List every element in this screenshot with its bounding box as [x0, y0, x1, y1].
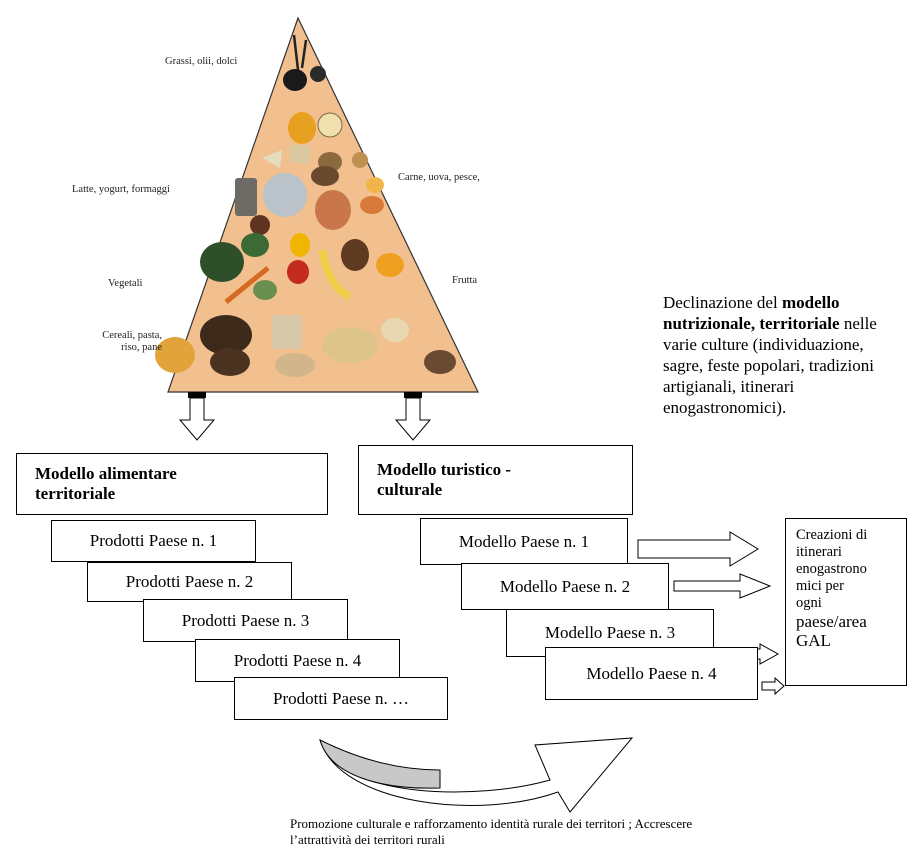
- label-cereals-line1: Cereali, pasta,: [102, 330, 162, 341]
- label-cereals: Cereali, pasta, riso, pane: [82, 330, 162, 354]
- food-model-title-line2: territoriale: [35, 484, 116, 503]
- down-arrow-left: [178, 392, 216, 441]
- label-vegetables: Vegetali: [108, 278, 143, 289]
- label-dairy: Latte, yogurt, formaggi: [72, 184, 170, 195]
- tourism-model-title-line2: culturale: [377, 480, 443, 499]
- product-box-3: Prodotti Paese n. 3: [143, 599, 348, 642]
- food-model-header: Modello alimentare territoriale: [16, 453, 328, 515]
- right-arrow-4: [761, 676, 785, 696]
- tourism-model-header: Modello turistico - culturale: [358, 445, 633, 515]
- itineraries-line-6: paese/area: [796, 612, 867, 631]
- label-protein: Carne, uova, pesce,: [398, 172, 480, 183]
- label-cereals-line2: riso, pane: [121, 342, 162, 353]
- product-box-2: Prodotti Paese n. 2: [87, 562, 292, 602]
- food-illustrations: [155, 34, 456, 377]
- label-fruit: Frutta: [452, 275, 478, 286]
- right-arrow-2: [673, 573, 772, 599]
- footer-line1: Promozione culturale e rafforzamento ide…: [290, 816, 693, 831]
- itineraries-line-4: mici per: [796, 578, 844, 594]
- footer-caption: Promozione culturale e rafforzamento ide…: [290, 816, 890, 848]
- footer-line2: l’attrattività dei territori rurali: [290, 832, 445, 847]
- itineraries-line-7: GAL: [796, 631, 831, 650]
- itineraries-line-3: enogastrono: [796, 561, 867, 577]
- product-box-n: Prodotti Paese n. …: [234, 677, 448, 720]
- itineraries-line-1: Creazioni di: [796, 527, 868, 543]
- itineraries-line-2: itinerari: [796, 544, 842, 560]
- tourism-box-4: Modello Paese n. 4: [545, 647, 758, 700]
- curved-cycle-arrow: [319, 737, 634, 813]
- down-arrow-right: [394, 392, 432, 441]
- product-box-1: Prodotti Paese n. 1: [51, 520, 256, 562]
- side-note: Declinazione del modello nutrizionale, t…: [663, 292, 898, 418]
- itineraries-box: Creazioni di itinerari enogastrono mici …: [785, 518, 907, 686]
- side-note-part2: nelle varie culture (individuazione, sag…: [663, 314, 877, 417]
- tourism-model-title-line1: Modello turistico -: [377, 460, 512, 479]
- tourism-box-1: Modello Paese n. 1: [420, 518, 628, 565]
- side-note-bold: modello nutrizionale, territoriale: [663, 293, 840, 333]
- tourism-box-2: Modello Paese n. 2: [461, 563, 669, 610]
- product-box-4: Prodotti Paese n. 4: [195, 639, 400, 682]
- food-model-title-line1: Modello alimentare: [35, 464, 177, 483]
- label-fats: Grassi, olii, dolci: [165, 56, 238, 67]
- side-note-part1: Declinazione del: [663, 293, 782, 312]
- itineraries-line-5: ogni: [796, 595, 822, 611]
- right-arrow-1: [637, 531, 759, 567]
